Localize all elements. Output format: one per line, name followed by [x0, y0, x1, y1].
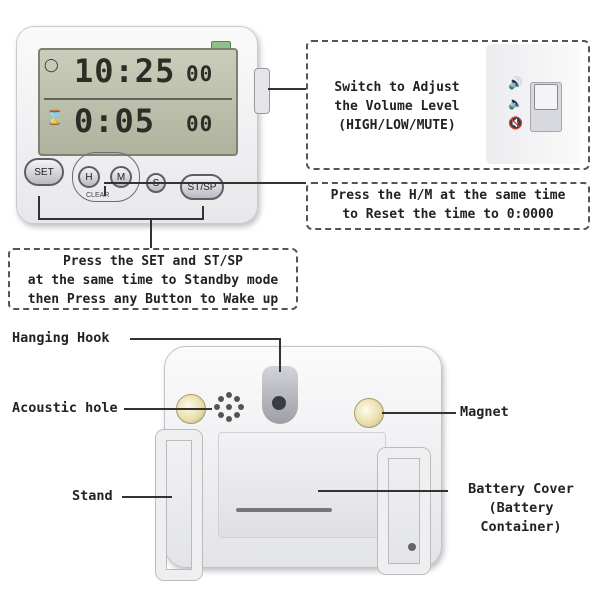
volume-callout-text: Switch to Adjust the Volume Level (HIGH/… [312, 78, 482, 135]
label-battery-cover: Battery Cover (Battery Container) [450, 480, 592, 537]
volume-high-icon: 🔊 [508, 76, 523, 90]
alarm-bell-icon: ◯ [44, 58, 59, 73]
standby-callout-text: Press the SET and ST/SP at the same time… [8, 252, 298, 309]
stand-pointer [122, 496, 172, 498]
standby-callout-line1: Press the SET and ST/SP [62, 254, 243, 269]
label-stand: Stand [72, 488, 113, 504]
side-volume-switch[interactable] [254, 68, 270, 114]
hanging-hook-hole [272, 396, 286, 410]
label-hanging-hook: Hanging Hook [12, 330, 110, 346]
clear-label: CLEAR [86, 192, 110, 199]
volume-callout-line1: Switch to Adjust [334, 80, 460, 95]
reset-pointer-h [104, 182, 306, 184]
standby-callout-box [8, 248, 298, 310]
reset-callout-line1: Press the H/M at the same time [330, 188, 566, 203]
lcd-row1-small: 00 [186, 62, 214, 86]
hanging-hook [262, 366, 298, 424]
hourglass-icon: ⌛ [46, 110, 64, 126]
lcd-row2-small: 00 [186, 112, 214, 136]
volume-low-icon: 🔈 [508, 96, 523, 110]
standby-pointer-down [150, 218, 152, 248]
magnet-pointer [382, 412, 456, 414]
stsp-button[interactable]: ST/SP [180, 174, 224, 200]
label-magnet: Magnet [460, 404, 509, 420]
lcd-row1-digits: 10:25 [74, 52, 176, 90]
volume-callout-line3: (HIGH/LOW/MUTE) [338, 118, 456, 133]
standby-pointer-h [38, 218, 204, 220]
reset-callout-line2: to Reset the time to 0:0000 [342, 207, 554, 222]
volume-callout-line2: the Volume Level [334, 99, 460, 114]
hook-pointer-v [279, 338, 281, 372]
screw [408, 543, 416, 551]
stand-right-leg [378, 448, 430, 574]
reset-callout-box [306, 182, 590, 230]
reset-pointer-v [104, 186, 106, 196]
clear-button-group [72, 152, 140, 202]
standby-callout-line2: at the same time to Standby mode [27, 273, 279, 288]
hook-pointer-h [130, 338, 280, 340]
battery-cover[interactable] [218, 432, 386, 538]
battery-pointer [318, 490, 448, 492]
label-acoustic-hole: Acoustic hole [12, 400, 118, 416]
lcd-divider [44, 98, 232, 100]
volume-switch-knob[interactable] [534, 84, 558, 110]
standby-callout-line3: then Press any Button to Wake up [27, 292, 279, 307]
standby-pointer-right [202, 206, 204, 219]
stand-left-leg [156, 430, 202, 580]
magnet-right [354, 398, 384, 428]
reset-callout-text: Press the H/M at the same time to Reset … [306, 186, 590, 224]
acoustic-pointer [124, 408, 212, 410]
label-battery-cover-line1: Battery Cover [468, 481, 574, 497]
standby-pointer-left [38, 196, 40, 218]
lcd-row2-digits: 0:05 [74, 102, 156, 140]
lcd-display: ◯ 10:25 00 ⌛ 0:05 00 [38, 48, 238, 156]
battery-cover-slot [236, 508, 332, 512]
acoustic-hole-grille [214, 392, 244, 422]
label-battery-cover-line2: (Battery Container) [480, 500, 562, 535]
volume-pointer-line [268, 88, 306, 90]
set-button[interactable]: SET [24, 158, 64, 186]
volume-mute-icon: 🔇 [508, 116, 523, 130]
